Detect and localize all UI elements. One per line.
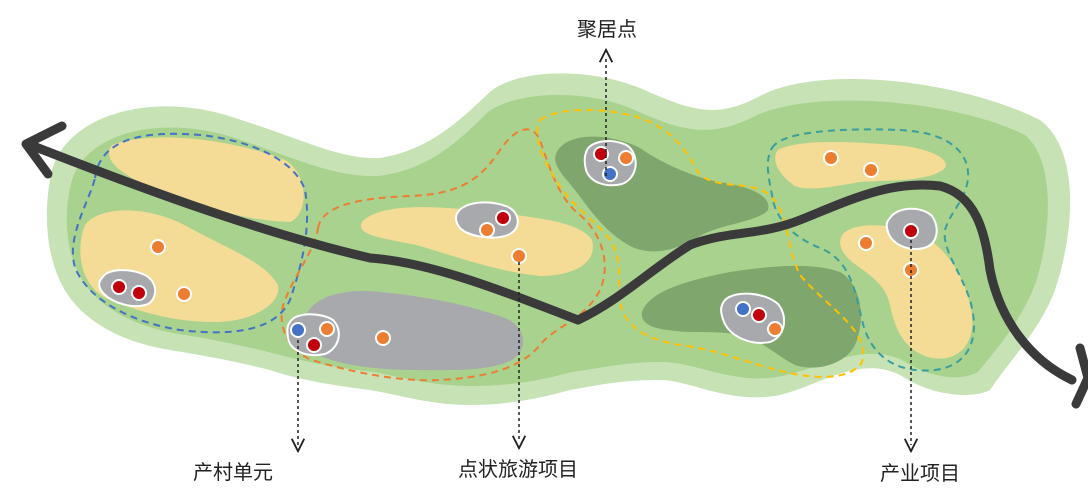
orange-point: [858, 235, 874, 251]
field: [108, 137, 304, 222]
boundary-yellow: [536, 109, 865, 378]
label-settlement: 聚居点: [577, 17, 637, 41]
red-point: [751, 307, 767, 323]
route-arrowhead-left: [21, 121, 67, 179]
orange-point: [511, 248, 527, 264]
blue-point: [735, 301, 751, 317]
label-village-unit: 产村单元: [193, 460, 273, 484]
red-point: [495, 210, 511, 226]
red-point: [306, 337, 322, 353]
orange-point: [319, 321, 335, 337]
red-point: [903, 223, 919, 239]
route-arrowhead-right: [1071, 343, 1088, 409]
field: [360, 207, 593, 276]
orange-point: [150, 239, 166, 255]
red-point: [111, 279, 127, 295]
blue-point: [602, 166, 618, 182]
field: [840, 225, 973, 359]
label-tourism: 点状旅游项目: [458, 457, 578, 481]
field: [775, 142, 946, 189]
red-point: [593, 146, 609, 162]
orange-point: [863, 162, 879, 178]
main-route: [23, 139, 1077, 385]
orange-point: [479, 222, 495, 238]
boundary-teal: [766, 128, 975, 372]
orange-point: [375, 330, 391, 346]
built-area: [301, 291, 524, 371]
points-layer: [111, 146, 919, 353]
red-point: [131, 285, 147, 301]
orange-point: [767, 321, 783, 337]
label-industry: 产业项目: [880, 461, 960, 485]
orange-point: [823, 150, 839, 166]
orange-point: [176, 286, 192, 302]
boundary-blue: [71, 132, 309, 334]
blue-point: [290, 322, 306, 338]
orange-point: [618, 150, 634, 166]
